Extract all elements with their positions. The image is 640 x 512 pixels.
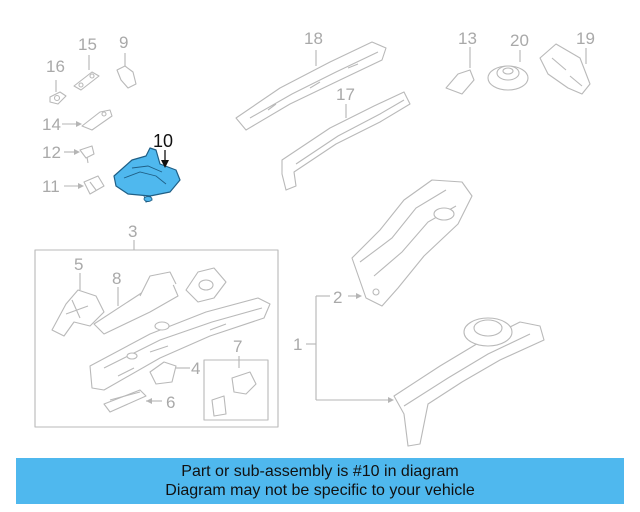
part-6-channel [103, 389, 162, 413]
callout-16: 16 [46, 57, 65, 76]
callout-8: 8 [112, 269, 121, 288]
part-9-clip [116, 53, 137, 89]
part-13-bracket [445, 47, 475, 95]
callout-1-leader [306, 343, 394, 403]
part-18-rail [235, 41, 387, 131]
callout-9: 9 [119, 33, 128, 52]
callout-11: 11 [42, 177, 60, 196]
callout-10: 10 [153, 131, 173, 151]
part-bracket-upper-right [185, 267, 227, 303]
callout-2-leader [315, 293, 362, 400]
callout-18: 18 [304, 29, 323, 48]
callout-1: 1 [293, 335, 302, 354]
part-4-mount [149, 361, 190, 385]
callout-10-leader [161, 150, 169, 168]
part-15-strap [73, 55, 100, 91]
part-7-clip [211, 371, 257, 417]
part-8-rail [93, 271, 179, 335]
callout-7: 7 [233, 337, 242, 356]
part-10-highlighted[interactable] [113, 147, 181, 203]
callout-12: 12 [42, 143, 61, 162]
part-17-rail [281, 91, 411, 191]
part-5-bracket [51, 273, 105, 337]
callout-2: 2 [333, 288, 342, 307]
part-10-body [113, 147, 181, 197]
callout-20: 20 [510, 31, 529, 50]
part-2-apron [351, 179, 473, 307]
callout-17: 17 [336, 85, 355, 104]
banner-line-1: Part or sub-assembly is #10 in diagram [181, 463, 459, 480]
callout-15: 15 [78, 35, 97, 54]
part-12-fastener [64, 145, 95, 164]
callout-6: 6 [166, 393, 175, 412]
part-1-rail [393, 317, 545, 447]
callout-13: 13 [458, 29, 477, 48]
callout-3: 3 [128, 222, 137, 241]
banner-line-2: Diagram may not be specific to your vehi… [165, 482, 475, 499]
part-19-bracket [539, 43, 591, 95]
info-banner: Part or sub-assembly is #10 in diagram D… [16, 458, 624, 504]
part-16-bracket [49, 80, 67, 105]
part-inner-frame [89, 297, 271, 391]
part-20-grommet [487, 50, 529, 91]
part-11-block [64, 175, 105, 195]
callout-14: 14 [42, 115, 61, 134]
callout-5: 5 [74, 255, 83, 274]
callout-19: 19 [576, 29, 595, 48]
callout-4: 4 [191, 359, 200, 378]
part-14-bracket [62, 109, 113, 131]
